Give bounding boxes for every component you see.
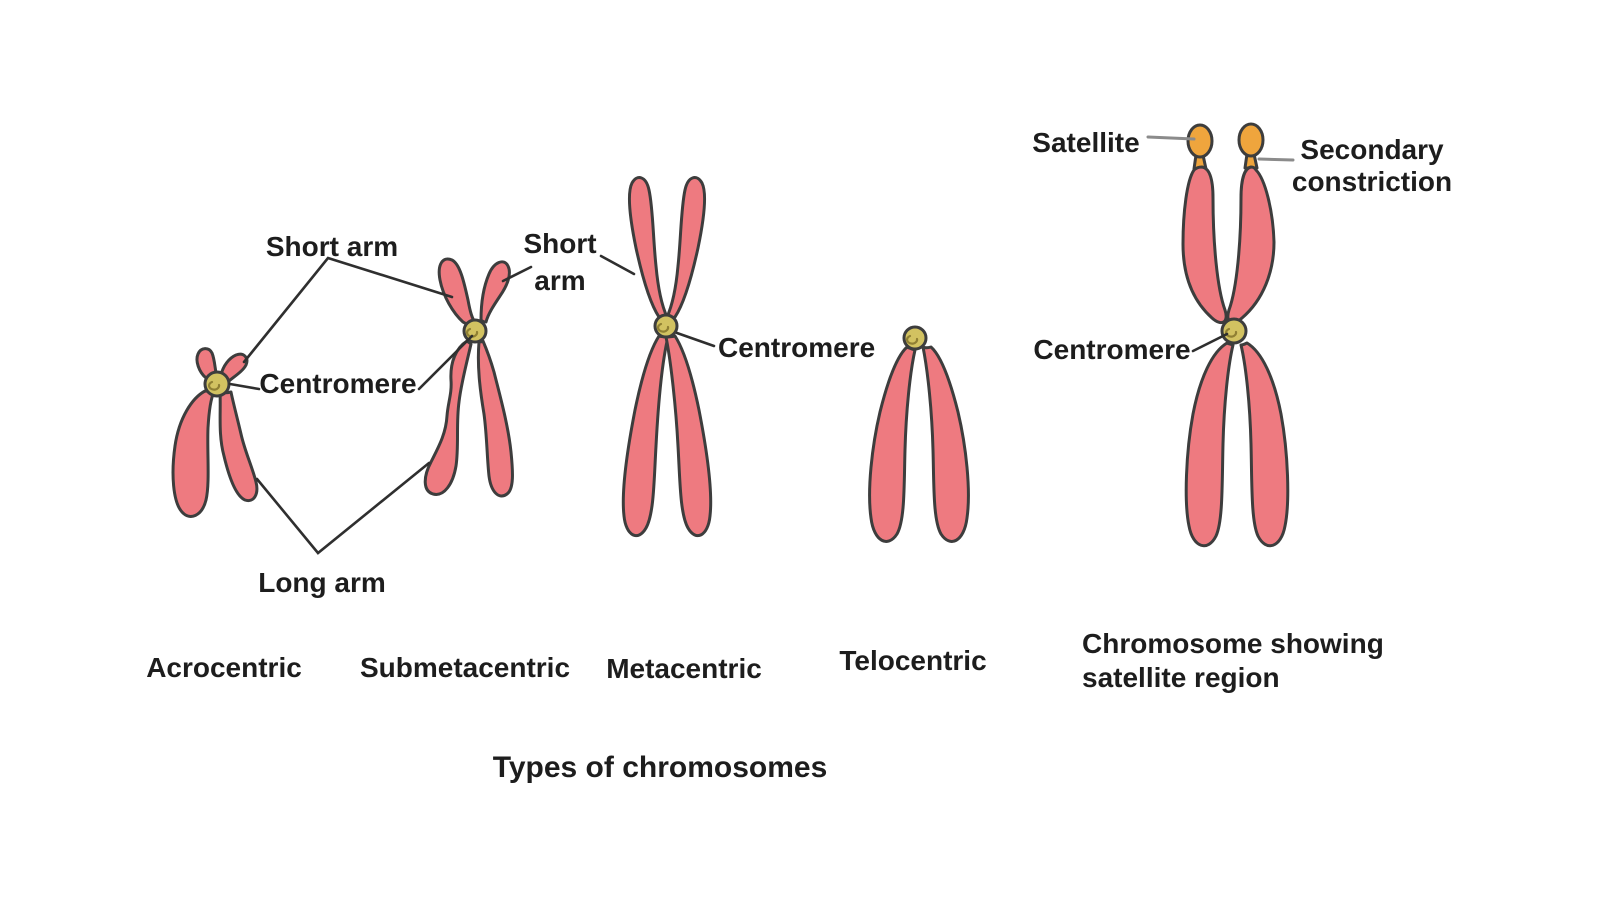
- centromere-label-3: Centromere: [1033, 334, 1191, 365]
- satellite-chromosome-centromere-mark: [1224, 327, 1238, 338]
- acrocentric-long-arm-right-shape: [218, 390, 259, 503]
- satellite-leader-line: [1146, 135, 1196, 141]
- metacentric-centromere-mark: [656, 322, 670, 333]
- metacentric-bottom-arm-right-shape: [664, 334, 713, 538]
- satellite-label: Satellite: [1032, 127, 1140, 158]
- telocentric-chromosome: [868, 325, 970, 543]
- category-label-satellite-chromosome: Chromosome showing satellite region: [1082, 628, 1384, 694]
- metacentric-chromosome: [621, 176, 713, 538]
- metacentric-top-arm-right-shape: [665, 176, 707, 320]
- category-label-acrocentric: Acrocentric: [146, 652, 302, 683]
- centromere-label-1: Centromere: [259, 368, 417, 399]
- submetacentric-short-arm-left-shape: [437, 257, 478, 326]
- secondary-constriction-leader-line: [1257, 157, 1295, 162]
- secondary-constriction-label: Secondary constriction: [1292, 134, 1452, 199]
- short-arm-label-2: Short arm: [523, 226, 596, 300]
- short-arm-2-leader-line-right: [599, 254, 636, 276]
- centromere-label-2: Centromere: [718, 332, 876, 363]
- telocentric-arm-left-shape: [868, 345, 917, 543]
- long-arm-label: Long arm: [258, 567, 386, 598]
- category-label-metacentric: Metacentric: [606, 653, 762, 684]
- acrocentric-long-arm-left-shape: [171, 389, 216, 518]
- secondary-constriction-label-line2: constriction: [1291, 166, 1453, 198]
- centromere-1-leader-line-left: [228, 382, 261, 391]
- metacentric-top-arm-left-shape: [627, 176, 669, 320]
- diagram-title: Types of chromosomes: [492, 751, 828, 784]
- submetacentric-short-arm-right-shape: [479, 260, 511, 324]
- short-arm-label-2-line1: Short: [523, 228, 597, 259]
- satellite-bottom-arm-right-shape: [1239, 341, 1290, 548]
- metacentric-bottom-arm-left-shape: [621, 334, 670, 538]
- category-label-submetacentric: Submetacentric: [359, 652, 571, 683]
- category-label-telocentric: Telocentric: [839, 645, 987, 676]
- acrocentric-centromere-mark: [207, 380, 221, 391]
- satellite-bottom-arm-left-shape: [1184, 341, 1235, 548]
- short-arm-label-2-line2: arm: [534, 264, 586, 296]
- satellite-body-right: [1237, 122, 1265, 158]
- short-arm-label-1: Short arm: [265, 231, 399, 262]
- secondary-constriction-label-line1: Secondary: [1300, 134, 1444, 165]
- satellite-top-arm-left-shape: [1181, 165, 1228, 325]
- short-arm-2-leader-line-left: [501, 265, 533, 283]
- centromere-1-leader-line-right: [417, 334, 474, 391]
- satellite-body-left: [1186, 123, 1214, 159]
- submetacentric-centromere-mark: [465, 327, 479, 338]
- short-arm-1-leader-line: [242, 256, 454, 364]
- satellite-top-arm-right-shape: [1226, 165, 1276, 325]
- submetacentric-long-arm-left-shape: [423, 339, 473, 496]
- centromere-3-leader-line: [1191, 332, 1229, 353]
- telocentric-centromere-mark: [905, 334, 919, 345]
- centromere-2-leader-line: [675, 331, 716, 348]
- acrocentric-chromosome: [171, 347, 259, 518]
- telocentric-arm-right-shape: [921, 345, 970, 543]
- satellite-chromosome: [1181, 122, 1290, 548]
- submetacentric-chromosome: [423, 257, 514, 498]
- long-arm-leader-line: [255, 461, 431, 555]
- submetacentric-long-arm-right-shape: [476, 339, 514, 498]
